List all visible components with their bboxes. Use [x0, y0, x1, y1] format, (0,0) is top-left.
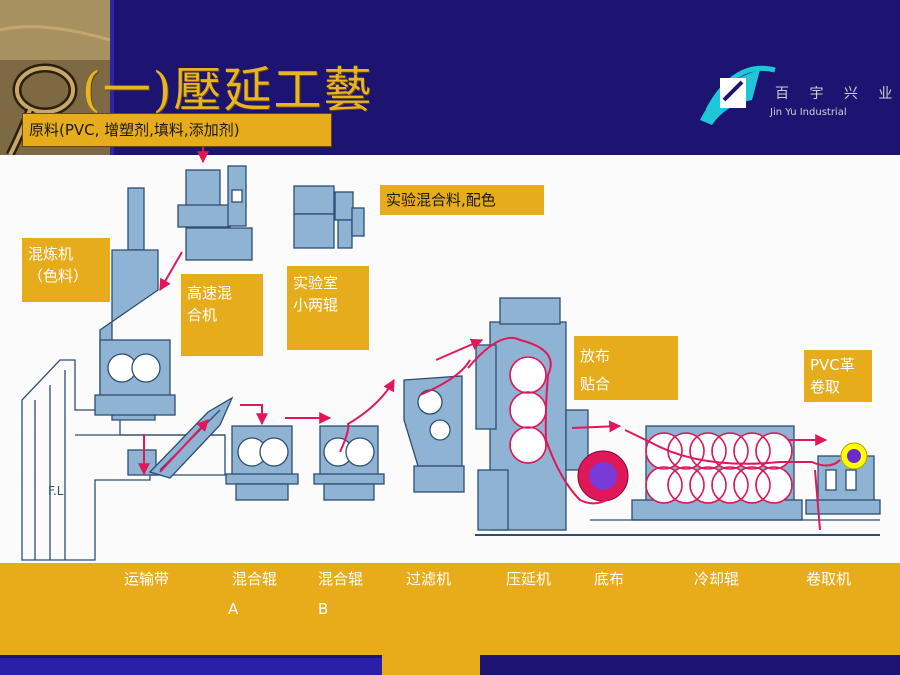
- station-calender: 压延机: [506, 570, 552, 588]
- lab-mill-label: 实验室 小两辊: [287, 266, 369, 350]
- station-cooling-roll: 冷却辊: [694, 570, 740, 588]
- rope-decoration-icon: [0, 25, 111, 158]
- flow-arrows: [138, 138, 841, 531]
- pvc-winding-label: PVC革 卷取: [804, 350, 872, 402]
- kneader-label: 混炼机 （色料）: [22, 238, 110, 302]
- station-winder: 卷取机: [806, 570, 852, 588]
- station-base-fabric: 底布: [594, 570, 625, 588]
- lab-mix-label: 实验混合料,配色: [380, 185, 544, 215]
- fabric-roll-icon: [577, 450, 629, 502]
- company-logo: 百 宇 兴 业 Jin Yu Industrial: [700, 65, 900, 125]
- station-filter: 过滤机: [406, 570, 452, 588]
- station-mixing-roll-b-sub: B: [318, 600, 329, 618]
- svg-text:百 宇 兴 业: 百 宇 兴 业: [775, 86, 900, 102]
- raw-material-label: 原料(PVC, 增塑剂,填料,添加剂): [22, 113, 332, 147]
- take-up-roll-icon: [840, 442, 868, 470]
- unwind-label: 放布 贴合: [574, 336, 678, 400]
- slide-title: (一)壓延工藝: [82, 62, 374, 118]
- station-conveyor: 运输带: [124, 570, 170, 588]
- station-mixing-roll-a: 混合辊: [232, 570, 278, 588]
- station-mixing-roll-b: 混合辊: [318, 570, 364, 588]
- svg-text:F.L: F.L: [48, 484, 64, 498]
- station-mixing-roll-a-sub: A: [228, 600, 239, 618]
- high-speed-mixer-label: 高速混 合机: [181, 274, 263, 356]
- svg-text:Jin Yu Industrial: Jin Yu Industrial: [769, 107, 847, 118]
